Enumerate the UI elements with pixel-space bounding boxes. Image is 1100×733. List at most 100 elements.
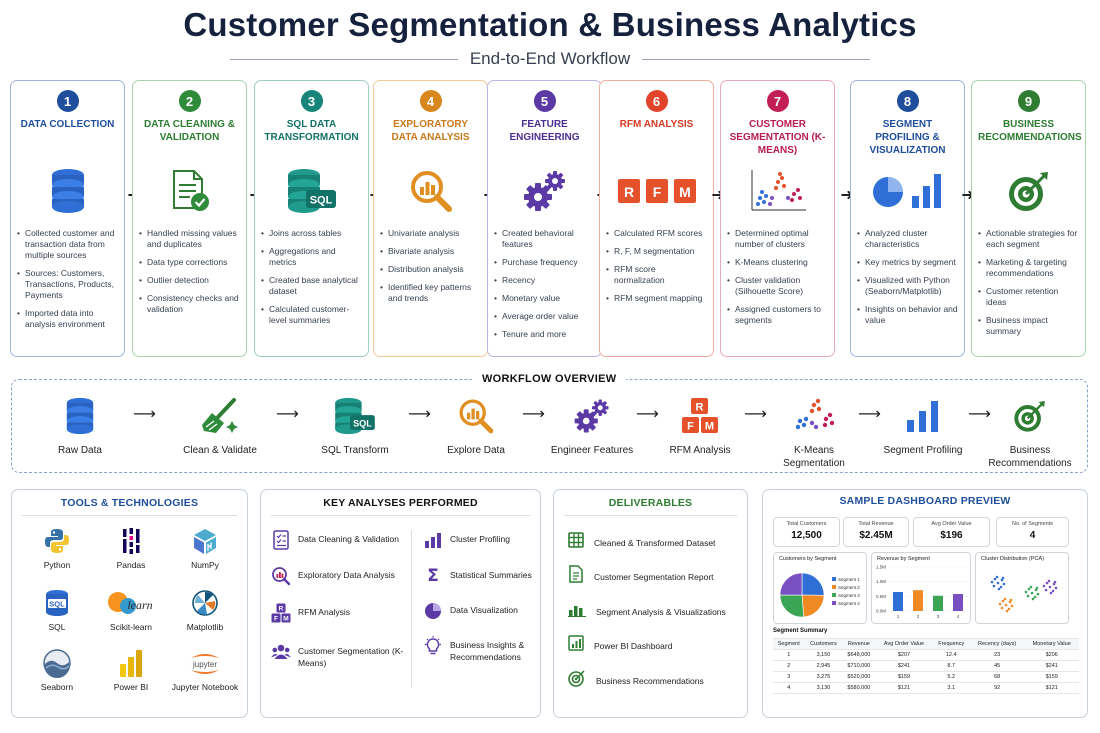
- analysis-item: Business Insights & Recommendations: [423, 636, 540, 663]
- gears-icon: [494, 160, 595, 222]
- x-tick-label: 3: [937, 614, 940, 619]
- step-bullet: Actionable strategies for each segment: [978, 228, 1079, 250]
- table-cell: $206: [1024, 649, 1079, 661]
- page-title: Customer Segmentation & Business Analyti…: [183, 6, 917, 43]
- table-cell: $241: [1024, 660, 1079, 672]
- table-header-cell: Revenue: [842, 638, 876, 650]
- scatter-point: [1024, 590, 1028, 594]
- overview-item-segment-profiling: Segment Profiling: [873, 396, 973, 457]
- table-cell: $648,000: [842, 649, 876, 661]
- step-bullet: Customer retention ideas: [978, 286, 1079, 308]
- users-icon: [271, 642, 291, 662]
- rfm-letter-f: F: [652, 184, 661, 200]
- segment-summary-title: Segment Summary: [773, 628, 828, 634]
- step-number-2: 2: [178, 90, 201, 112]
- key-analyses-panel: KEY ANALYSES PERFORMED Data Cleaning & V…: [260, 489, 541, 718]
- dashboard-icon: [568, 635, 584, 656]
- step-bullet: Bivariate analysis: [380, 246, 481, 257]
- overview-label: Segment Profiling: [883, 445, 963, 456]
- key-analyses-divider: [411, 530, 412, 688]
- overview-label: Clean & Validate: [183, 445, 257, 456]
- scatter-point: [1029, 585, 1033, 589]
- step-number-7: 7: [766, 90, 789, 112]
- scatter-point: [993, 577, 997, 581]
- scatter-point: [1051, 589, 1055, 593]
- step-bullet: Collected customer and transaction data …: [17, 228, 118, 261]
- step-bullet: Distribution analysis: [380, 264, 481, 275]
- scatter-point: [990, 580, 994, 584]
- step-bullet: Joins across tables: [261, 228, 362, 239]
- sigma-icon: Σ: [427, 566, 439, 586]
- tool-label: SQL: [48, 622, 66, 632]
- overview-label: Business Recommendations: [988, 445, 1072, 469]
- bar: [893, 591, 903, 611]
- table-cell: $710,000: [842, 660, 876, 672]
- overview-item-business-recommendations: Business Recommendations: [980, 396, 1080, 470]
- analysis-item: Data Cleaning & Validation: [271, 530, 399, 550]
- table-header-cell: Frequency: [932, 638, 970, 650]
- deliverable-label: Cleaned & Transformed Dataset: [594, 537, 716, 548]
- legend-label: Segment 1: [838, 577, 860, 582]
- pie-slice: [779, 572, 803, 596]
- broom-icon: [170, 396, 270, 436]
- magnifier-chart-icon: [271, 566, 291, 586]
- y-tick-label: 0.0M: [876, 609, 886, 614]
- overview-label: Explore Data: [447, 445, 505, 456]
- workflow-steps: 1 DATA COLLECTION Collected customer and…: [10, 80, 1090, 357]
- arrow-right-icon: ⟶: [968, 406, 991, 423]
- kpi-total-customers: Total Customers 12,500: [773, 517, 840, 547]
- deliverable-label: Power BI Dashboard: [594, 640, 673, 651]
- scatter-clusters-icon: [764, 396, 864, 436]
- deliverable-label: Business Recommendations: [596, 675, 704, 686]
- table-cell: $121: [1024, 682, 1079, 694]
- step-bullet: Calculated RFM scores: [606, 228, 707, 239]
- rfm-icon: R F M: [606, 160, 707, 222]
- pie-slice: [801, 572, 825, 596]
- table-cell: $159: [1024, 671, 1079, 683]
- overview-label: Raw Data: [58, 445, 102, 456]
- table-header-cell: Monetary Value: [1024, 638, 1079, 650]
- table-cell: $580,000: [842, 682, 876, 694]
- kpi-avg-order-value: Avg Order Value $196: [913, 517, 990, 547]
- tool-pandas: Pandas: [94, 526, 168, 571]
- tool-sql: SQL SQL: [20, 588, 94, 633]
- step-card-3: 3 SQL DATA TRANSFORMATION SQL Joins acro…: [254, 80, 369, 357]
- scatter-point: [1005, 609, 1009, 613]
- analysis-item: Cluster Profiling: [423, 530, 510, 550]
- scatter-point: [1001, 576, 1005, 580]
- rfm-letter-m: M: [679, 184, 691, 200]
- rfm-letter-m: M: [283, 616, 288, 623]
- analysis-label: RFM Analysis: [298, 607, 350, 617]
- sql-database-icon: SQL: [305, 396, 405, 436]
- step-bullet: Calculated customer-level summaries: [261, 304, 362, 326]
- table-cell: 2: [773, 660, 805, 672]
- step-bullet: Aggregations and metrics: [261, 246, 362, 268]
- table-cell: 12.4: [932, 649, 970, 661]
- tool-scikit-learn: learn Scikit-learn: [94, 588, 168, 633]
- step-title-8: SEGMENT PROFILING & VISUALIZATION: [869, 119, 946, 156]
- kpi-value: $196: [940, 530, 963, 541]
- tools-title-rule: [22, 515, 237, 516]
- scatter-chart-card: Cluster Distribution (PCA): [975, 552, 1069, 624]
- scatter-point: [1045, 581, 1049, 585]
- kpi-value: $2.45M: [859, 530, 893, 541]
- lightbulb-icon: [423, 636, 443, 656]
- step-bullet: R, F, M segmentation: [606, 246, 707, 257]
- scatter-point: [1044, 588, 1048, 592]
- step-bullet: Imported data into analysis environment: [17, 308, 118, 330]
- scatter-point: [998, 602, 1002, 606]
- table-cell: 4: [773, 682, 805, 694]
- pie-slice: [779, 594, 805, 618]
- x-tick-label: 2: [917, 614, 920, 619]
- analysis-item: Σ Statistical Summaries: [423, 566, 532, 586]
- step-bullet: Identified key patterns and trends: [380, 282, 481, 304]
- scatter-point: [1003, 597, 1007, 601]
- legend-label: Segment 2: [838, 585, 860, 590]
- scatter-point: [1000, 578, 1004, 582]
